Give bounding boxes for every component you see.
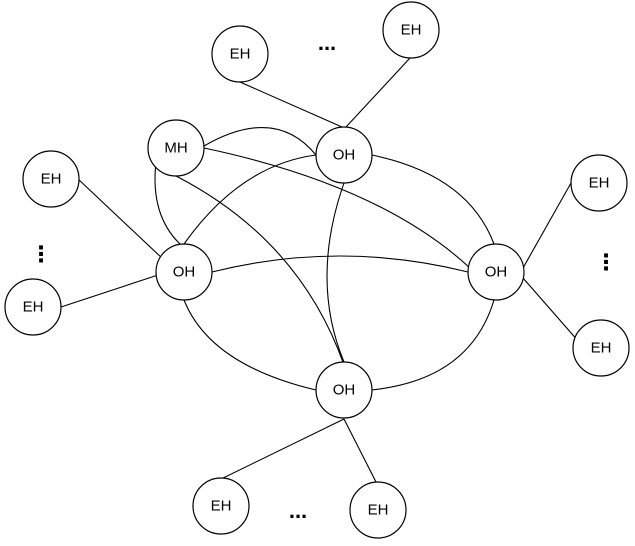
node-label: EH	[589, 175, 610, 192]
node-oh-top: OH	[315, 126, 373, 184]
edge-oh-bottom-oh-left	[183, 299, 317, 391]
ellipsis-left: ⋮	[30, 242, 52, 267]
node-label: OH	[173, 264, 196, 281]
edge-mh-oh-top	[203, 127, 317, 156]
node-label: EH	[368, 502, 389, 519]
ellipsis-bottom: ...	[289, 498, 307, 523]
node-eh-top-left: EH	[211, 25, 269, 83]
node-oh-left: OH	[155, 243, 213, 301]
node-label: EH	[23, 299, 44, 316]
node-eh-bottom-right: EH	[349, 481, 407, 539]
node-eh-right-top: EH	[570, 154, 628, 212]
edge-oh-top-oh-right	[371, 154, 495, 245]
node-label: OH	[333, 147, 356, 164]
node-label: EH	[401, 22, 422, 39]
node-eh-left-top: EH	[22, 150, 80, 208]
node-label: EH	[211, 498, 232, 515]
node-label: EH	[591, 340, 612, 357]
edge-oh-left-oh-top	[183, 154, 317, 245]
node-eh-top-right: EH	[382, 1, 440, 59]
edges	[60, 57, 580, 483]
node-mh: MH	[147, 119, 205, 177]
edge-mh-oh-bottom	[175, 175, 345, 366]
node-eh-left-bottom: EH	[4, 278, 62, 336]
node-label: OH	[333, 382, 356, 399]
node-oh-right: OH	[467, 243, 525, 301]
edge-mh-oh-right	[203, 147, 471, 269]
edge-oh-top-eh-top-right	[345, 57, 411, 128]
edge-oh-top-oh-bottom	[326, 182, 345, 363]
edge-oh-right-oh-bottom	[370, 299, 495, 391]
edge-oh-left-eh-left-top	[76, 177, 165, 261]
node-oh-bottom: OH	[315, 361, 373, 419]
edge-oh-right-eh-right-bottom	[522, 277, 580, 343]
edge-oh-bottom-eh-bottom-left	[216, 418, 345, 482]
edge-oh-left-oh-right	[211, 255, 469, 273]
edge-oh-left-eh-left-bottom	[60, 274, 159, 308]
node-eh-bottom-left: EH	[192, 477, 250, 535]
ellipses: ... ... ⋮ ⋮	[30, 30, 617, 523]
ellipsis-right: ⋮	[595, 250, 617, 275]
nodes: MH OH OH OH OH EH EH EH	[4, 1, 630, 539]
edge-mh-oh-left	[154, 161, 181, 245]
edge-oh-top-eh-top-left	[239, 81, 343, 128]
edge-oh-right-eh-right-top	[522, 182, 572, 269]
edge-oh-bottom-eh-bottom-right	[343, 418, 377, 483]
node-label: EH	[230, 46, 251, 63]
node-label: OH	[485, 264, 508, 281]
node-eh-right-bottom: EH	[572, 319, 630, 377]
node-label: MH	[164, 140, 187, 157]
ellipsis-top: ...	[318, 30, 336, 55]
node-label: EH	[41, 171, 62, 188]
